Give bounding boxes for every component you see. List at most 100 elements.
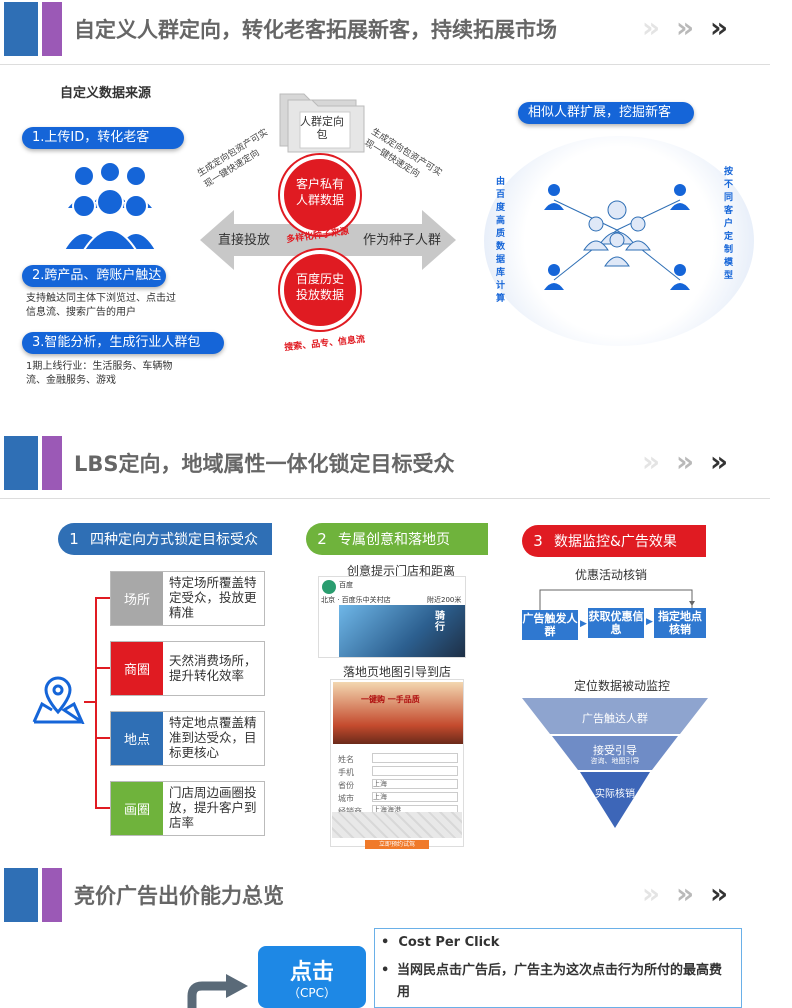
- folder-label: 人群定向包: [300, 115, 344, 141]
- circle-bottom-text: 百度历史投放数据: [295, 272, 344, 302]
- chevron-icon: »: [642, 11, 661, 44]
- cpc-box: 点击 （CPC）: [258, 946, 366, 1008]
- step-1: 1 四种定向方式锁定目标受众: [58, 523, 272, 555]
- flow-step: 指定地点核销: [654, 608, 706, 638]
- curved-arrow-icon: [187, 974, 248, 1008]
- coupon-flow-lines: [539, 589, 695, 610]
- form-row: 姓名: [338, 753, 458, 765]
- card-label: 场所: [111, 572, 163, 625]
- card-label: 商圈: [111, 642, 163, 695]
- bullet-text: 当网民点击广告后，广告主为这次点击行为所付的最高费用: [397, 963, 723, 1000]
- brand-logo: [322, 580, 336, 594]
- chevron-icon: »: [710, 877, 729, 910]
- bottom-arc-text: 搜索、品专、信息流: [283, 334, 366, 354]
- targeting-card: 画圈 门店周边画圈投放，提升客户到店率: [110, 781, 265, 836]
- ad-overlay-text: 骑行: [435, 611, 445, 633]
- section-header-2: LBS定向，地域属性一体化锁定目标受众 » » »: [0, 434, 792, 499]
- form-submit-button[interactable]: 立即预约试驾: [365, 840, 429, 849]
- right-curve-text: 生成定向包资产可实现一键快速定向: [362, 127, 444, 180]
- form-row: 省份 上海: [338, 779, 458, 791]
- step-label: 专属创意和落地页: [338, 532, 450, 548]
- step-label: 数据监控&广告效果: [554, 534, 677, 550]
- circle-bottom: [280, 250, 360, 330]
- people-network-icon: [544, 184, 690, 290]
- form-field-input[interactable]: [372, 753, 458, 763]
- step-2: 2 专属创意和落地页: [306, 523, 488, 555]
- arrow-left-text: 直接投放: [218, 233, 271, 248]
- funnel-chart: [522, 698, 708, 828]
- bracket-connector: [84, 597, 110, 809]
- arrow-right-text: 作为种子人群: [363, 233, 442, 248]
- landing-hint: 落地页地图引导到店: [343, 665, 452, 679]
- creative-ad-mock: 百度 北京 · 百度乐中关村店 附近200米 骑行: [318, 576, 466, 658]
- car-ad-text: 一键购 一手品质: [361, 695, 420, 704]
- coupon-title: 优惠活动核销: [575, 568, 648, 582]
- section-title: LBS定向，地域属性一体化锁定目标受众: [74, 452, 455, 476]
- source-item-1: 1.上传ID，转化老客: [22, 127, 184, 149]
- flow-arrow: ▶: [580, 619, 587, 629]
- bullet-item: •当网民点击广告后，广告主为这次点击行为所付的最高费用: [381, 960, 733, 1004]
- section-title: 竞价广告出价能力总览: [74, 884, 284, 908]
- targeting-card: 地点 特定地点覆盖精准到达受众，目标更核心: [110, 711, 265, 766]
- source-item-3: 3.智能分析，生成行业人群包: [22, 332, 224, 354]
- form-row: 手机: [338, 766, 458, 778]
- step-label: 四种定向方式锁定目标受众: [90, 532, 258, 548]
- form-field-label: 经销商: [338, 807, 362, 816]
- targeting-card: 商圈 天然消费场所，提升转化效率: [110, 641, 265, 696]
- map-thumbnail: [332, 812, 462, 838]
- car-ad-banner: [333, 682, 463, 744]
- step-number: 2: [317, 530, 327, 548]
- funnel-level-1: 广告触达人群: [582, 712, 648, 725]
- card-text: 特定场所覆盖特定受众，投放更精准: [169, 575, 257, 620]
- cpc-main: 点击: [289, 960, 334, 985]
- divider: [0, 498, 770, 499]
- section-header-1: 自定义人群定向，转化老客拓展新客，持续拓展市场 » » »: [0, 0, 792, 65]
- funnel-level-2-sub: 咨询、地图引导: [590, 757, 640, 765]
- cpc-description-box: • Cost Per Click •当网民点击广告后，广告主为这次点击行为所付的…: [374, 928, 742, 1008]
- chevron-icon: »: [710, 445, 729, 478]
- cpc-sub: （CPC）: [288, 986, 336, 1000]
- card-text: 门店周边画圈投放，提升客户到店率: [169, 785, 257, 830]
- chevron-icon: »: [676, 11, 695, 44]
- similar-pill: 相似人群扩展，挖掘新客: [518, 102, 694, 124]
- header-bar-blue: [4, 2, 38, 56]
- right-arc-text: 按不同客户定制模型: [724, 167, 734, 281]
- monitor-title: 定位数据被动监控: [574, 679, 671, 693]
- header-bar-blue: [4, 868, 38, 922]
- section-header-3: 竞价广告出价能力总览 » » »: [0, 866, 792, 928]
- funnel-level-3: 实际核销: [595, 789, 635, 800]
- form-field-label: 城市: [338, 794, 354, 803]
- header-bar-purple: [42, 436, 62, 490]
- circle-top-text: 客户私有人群数据: [295, 177, 344, 207]
- form-field-label: 姓名: [338, 755, 354, 764]
- divider: [0, 64, 770, 65]
- form-field-select[interactable]: 上海: [372, 792, 458, 802]
- ad-brand: 百度: [339, 581, 353, 589]
- folder-icon: [279, 93, 365, 153]
- ad-distance: 附近200米: [427, 596, 462, 604]
- header-bar-purple: [42, 868, 62, 922]
- header-bar-blue: [4, 436, 38, 490]
- source-item-3-desc: 1期上线行业：生活服务、车辆物流、金融服务、游戏: [26, 361, 173, 386]
- source-item-2-desc: 支持触达同主体下浏览过、点击过信息流、搜索广告的用户: [26, 293, 176, 318]
- flow-arrow: ▶: [646, 617, 653, 627]
- form-field-select[interactable]: 上海: [372, 779, 458, 789]
- card-text: 特定地点覆盖精准到达受众，目标更核心: [169, 715, 257, 760]
- ad-image: [339, 605, 465, 657]
- left-curve-text: 生成定向包资产可实现一键快速定向: [195, 127, 270, 191]
- circle-top: [280, 155, 360, 235]
- flow-step: 获取优惠信息: [588, 608, 644, 638]
- bullet-text: Cost Per Click: [398, 935, 500, 950]
- double-arrow: [200, 210, 456, 270]
- step-number: 1: [69, 530, 79, 548]
- map-pin-icon: [32, 676, 85, 724]
- funnel-level-2: 接受引导: [593, 744, 637, 757]
- form-field-label: 省份: [338, 781, 354, 790]
- users-group-icon: [62, 163, 158, 251]
- bullet-item: • Cost Per Click: [381, 935, 500, 950]
- chevron-icon: »: [710, 11, 729, 44]
- section-title: 自定义人群定向，转化老客拓展新客，持续拓展市场: [74, 18, 557, 42]
- chevron-icon: »: [676, 877, 695, 910]
- form-field-input[interactable]: [372, 766, 458, 776]
